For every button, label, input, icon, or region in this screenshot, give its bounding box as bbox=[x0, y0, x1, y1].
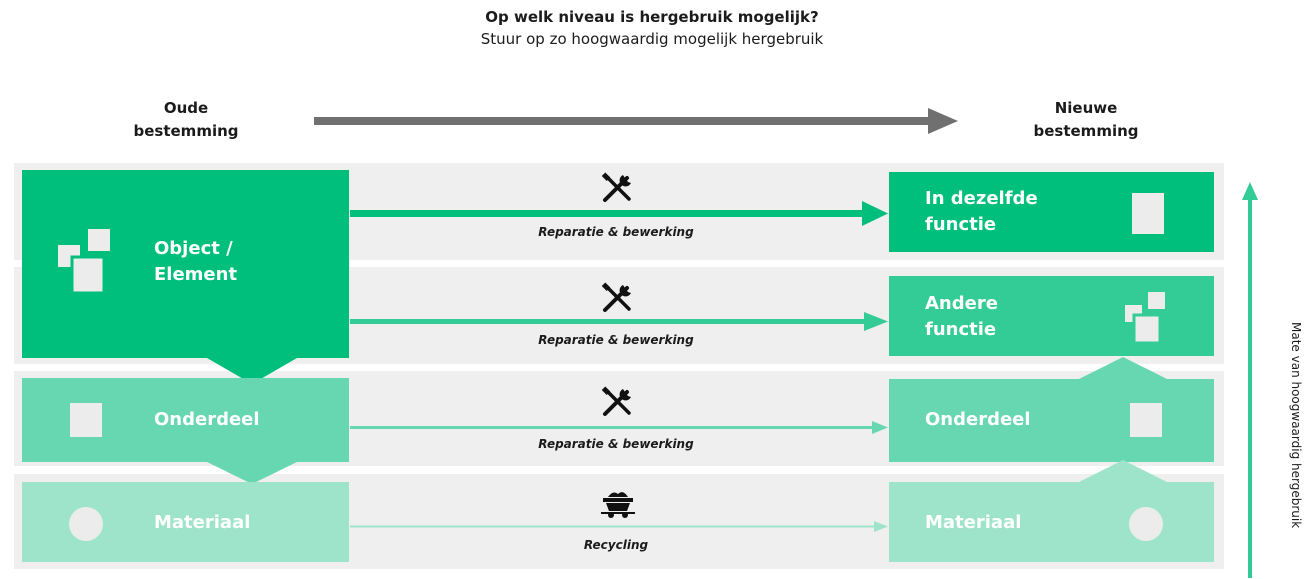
other-function-label: Andere functie bbox=[925, 293, 998, 340]
repair-caption-2: Reparatie & bewerking bbox=[538, 333, 694, 347]
old-destination-header: Oude bestemming bbox=[133, 99, 239, 140]
quality-axis-label: Mate van hoogwaardig hergebruik bbox=[1289, 322, 1303, 529]
quality-arrow bbox=[1242, 182, 1258, 578]
repair-arrow-3 bbox=[350, 421, 888, 434]
right-onderdeel-label: Onderdeel bbox=[925, 409, 1031, 430]
page-icon bbox=[1132, 193, 1164, 234]
new-destination-header: Nieuwe bestemming bbox=[1033, 99, 1139, 140]
stacked-squares-icon bbox=[1125, 292, 1165, 345]
left-onderdeel-label: Onderdeel bbox=[154, 409, 260, 430]
square-icon bbox=[70, 403, 102, 437]
repair-arrow-2 bbox=[350, 312, 888, 331]
repair-arrow-1 bbox=[350, 201, 888, 226]
circle-icon bbox=[69, 507, 103, 541]
tools-icon bbox=[601, 172, 631, 202]
left-materiaal-label: Materiaal bbox=[154, 512, 251, 533]
left-onderdeel-box bbox=[22, 378, 349, 484]
stacked-squares-icon bbox=[58, 229, 110, 295]
minecart-icon bbox=[601, 492, 635, 518]
square-icon bbox=[1130, 403, 1162, 437]
tools-icon bbox=[601, 386, 631, 416]
repair-caption-1: Reparatie & bewerking bbox=[538, 225, 694, 239]
tools-icon bbox=[601, 282, 631, 312]
object-element-box bbox=[22, 170, 349, 384]
diagram-title: Op welk niveau is hergebruik mogelijk? bbox=[485, 8, 819, 26]
circle-icon bbox=[1129, 507, 1163, 541]
right-materiaal-box bbox=[889, 460, 1214, 562]
repair-caption-3: Reparatie & bewerking bbox=[538, 437, 694, 451]
object-element-label: Object / Element bbox=[154, 238, 238, 285]
right-materiaal-label: Materiaal bbox=[925, 512, 1022, 533]
recycling-arrow bbox=[350, 521, 888, 532]
recycling-caption: Recycling bbox=[583, 538, 649, 552]
main-direction-arrow bbox=[314, 108, 958, 134]
diagram-subtitle: Stuur op zo hoogwaardig mogelijk hergebr… bbox=[480, 30, 824, 48]
same-function-label: In dezelfde functie bbox=[925, 188, 1038, 235]
